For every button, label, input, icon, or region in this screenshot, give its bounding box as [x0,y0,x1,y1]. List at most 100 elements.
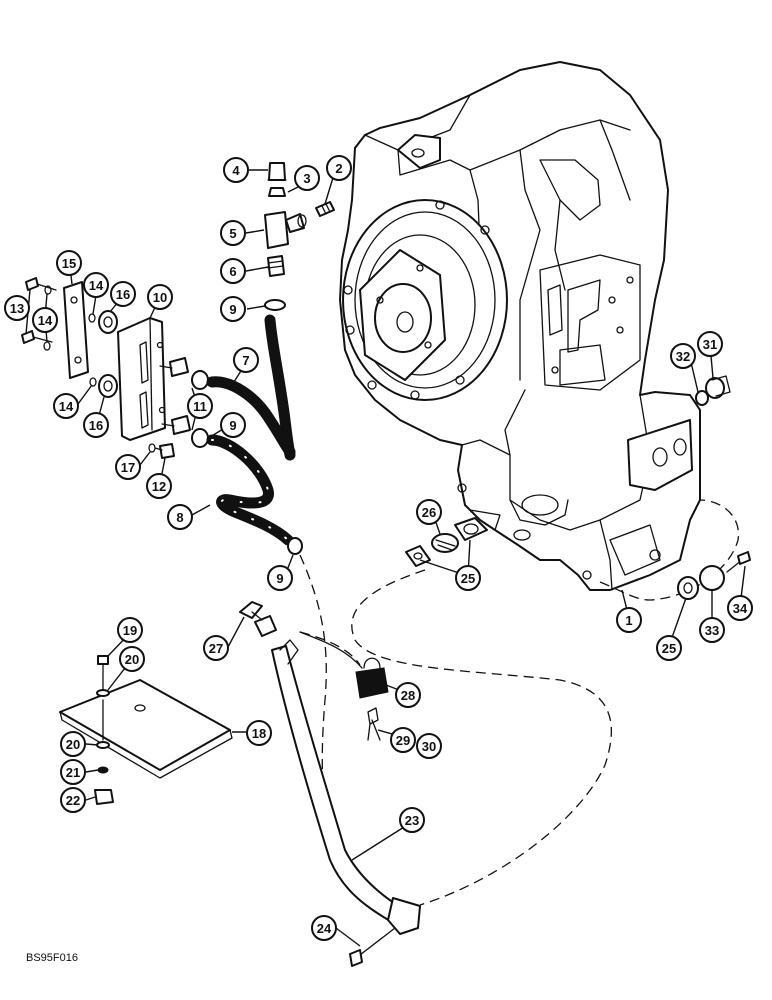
callout-c16b: 16 [83,412,109,438]
callout-label: 20 [66,737,80,752]
callout-circle [267,565,293,591]
callout-label: 5 [229,226,236,241]
callout-label: 12 [152,479,166,494]
callout-label: 19 [123,623,137,638]
callout-c33: 33 [699,617,725,643]
callout-c21: 21 [60,759,86,785]
callout-c25b: 25 [656,635,682,661]
callout-c9c: 9 [267,565,293,591]
callout-label: 1 [625,613,632,628]
bracket-assembly [21,277,209,459]
callout-c27: 27 [203,635,229,661]
callout-label: 9 [229,302,236,317]
callout-c15: 15 [56,250,82,276]
callout-circle [119,646,145,672]
callout-c4: 4 [223,157,249,183]
callout-label: 25 [461,571,475,586]
callout-c3: 3 [294,165,320,191]
callout-label: 14 [89,278,104,293]
callout-circle [455,565,481,591]
callout-label: 29 [396,733,410,748]
callout-c20b: 20 [60,731,86,757]
callout-label: 22 [66,793,80,808]
callout-circle [167,504,193,530]
callout-c14a: 14 [83,272,109,298]
callout-circle [220,220,246,246]
callout-circle [395,682,421,708]
callout-c5: 5 [220,220,246,246]
callout-c23: 23 [399,807,425,833]
callout-circle [83,412,109,438]
callout-c22: 22 [60,787,86,813]
callout-circle [311,915,337,941]
callout-circle [223,157,249,183]
callout-circle [233,347,259,373]
callout-c11: 11 [187,393,213,419]
callout-circle [56,250,82,276]
callout-c26: 26 [416,499,442,525]
callout-c32: 32 [670,343,696,369]
callout-c24: 24 [311,915,337,941]
callout-label: 11 [193,399,207,414]
callout-label: 17 [121,460,135,475]
callout-circle [83,272,109,298]
callout-c6: 6 [220,258,246,284]
callout-c10: 10 [147,284,173,310]
callout-c31: 31 [697,331,723,357]
callout-label: 9 [276,571,283,586]
callout-circle [147,284,173,310]
covers-and-plugs [405,375,751,600]
callout-c14b: 14 [32,307,58,333]
callout-label: 21 [66,765,80,780]
callout-label: 10 [153,290,167,305]
callout-label: 25 [662,641,676,656]
callout-c1: 1 [616,607,642,633]
callout-c16a: 16 [110,281,136,307]
callout-c34: 34 [727,595,753,621]
callout-label: 14 [38,313,53,328]
callout-circle [203,635,229,661]
callout-circle [117,617,143,643]
callout-circle [60,731,86,757]
callout-label: 16 [89,418,103,433]
callout-circle [246,720,272,746]
figure-reference-code: BS95F016 [26,952,78,964]
callout-circle [326,155,352,181]
callout-label: 24 [317,921,332,936]
callout-c12: 12 [146,473,172,499]
callout-circle [220,258,246,284]
callout-c9a: 9 [220,296,246,322]
callout-c19: 19 [117,617,143,643]
callout-circle [60,759,86,785]
callout-c25a: 25 [455,565,481,591]
callout-circle [110,281,136,307]
callout-c9b: 9 [220,412,246,438]
callout-circle [115,454,141,480]
callout-circle [294,165,320,191]
callout-label: 34 [733,601,748,616]
callout-c8: 8 [167,504,193,530]
callout-c17: 17 [115,454,141,480]
callout-circle [220,296,246,322]
callout-c7: 7 [233,347,259,373]
callout-circle [220,412,246,438]
callout-label: 2 [335,161,342,176]
dipstick-assembly [239,601,421,967]
callout-label: 20 [125,652,139,667]
callout-c28: 28 [395,682,421,708]
transmission-housing [339,61,701,591]
callout-c18: 18 [246,720,272,746]
callout-label: 7 [242,353,249,368]
callout-circle [53,393,79,419]
callout-label: 14 [59,399,74,414]
callout-circle [32,307,58,333]
callout-circle [616,607,642,633]
callout-label: 13 [10,301,24,316]
callout-label: 18 [252,726,266,741]
callout-circle [60,787,86,813]
callout-c20a: 20 [119,646,145,672]
callout-label: 28 [401,688,415,703]
callout-c2: 2 [326,155,352,181]
